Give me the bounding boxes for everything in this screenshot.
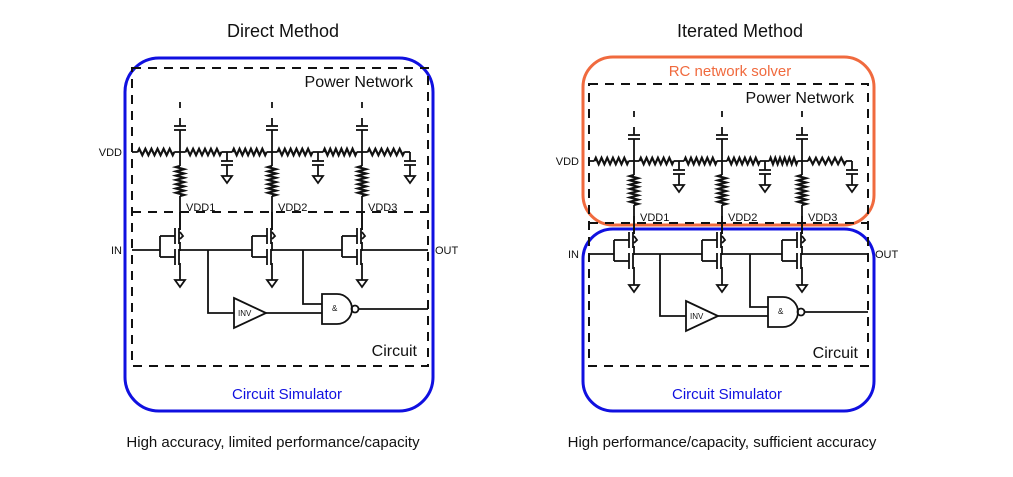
power-network-label: Power Network bbox=[746, 90, 855, 107]
resistor-symbol bbox=[793, 173, 811, 207]
branch-wire bbox=[207, 250, 234, 314]
pmos-arrow bbox=[179, 231, 185, 240]
nand-bubble bbox=[796, 307, 806, 317]
vdd-tap-label: VDD3 bbox=[368, 202, 397, 214]
resistor-symbol bbox=[322, 146, 358, 158]
resistor-symbol bbox=[136, 146, 176, 158]
ground-icon bbox=[715, 284, 729, 294]
resistor-symbol bbox=[184, 146, 223, 158]
branch-wire bbox=[302, 250, 322, 305]
resistor-symbol bbox=[366, 146, 406, 158]
power-network-region bbox=[131, 67, 429, 367]
pmos-arrow bbox=[361, 231, 367, 240]
circuit-simulator-boundary bbox=[123, 56, 435, 413]
nand-label: & bbox=[332, 304, 338, 313]
vdd-tap-label: VDD2 bbox=[278, 202, 307, 214]
circuit-simulator-label: Circuit Simulator bbox=[672, 386, 782, 403]
ground-icon bbox=[795, 284, 809, 294]
resistor-symbol bbox=[638, 155, 675, 167]
vdd-tap-label: VDD1 bbox=[640, 212, 669, 224]
ground-icon bbox=[627, 284, 641, 294]
inverter-label: INV bbox=[238, 309, 252, 318]
vdd-label: VDD bbox=[99, 147, 122, 159]
resistor-symbol bbox=[726, 154, 761, 168]
resistor-symbol bbox=[353, 164, 371, 198]
vdd-tap-label: VDD1 bbox=[186, 202, 215, 214]
ground-icon bbox=[758, 184, 772, 194]
inverter-gate bbox=[685, 299, 721, 333]
resistor-symbol bbox=[768, 154, 799, 168]
resistor-symbol bbox=[593, 155, 630, 167]
power-network-region bbox=[588, 83, 869, 367]
ground-icon bbox=[403, 175, 417, 185]
circuit-label: Circuit bbox=[372, 343, 418, 360]
vdd-tap-label: VDD3 bbox=[808, 212, 837, 224]
resistor-symbol bbox=[171, 164, 189, 198]
panel-iterated-method: Iterated Method RC network solver Circui… bbox=[556, 21, 899, 413]
inverter-label: INV bbox=[690, 312, 704, 321]
resistor-symbol bbox=[625, 173, 643, 207]
ground-icon bbox=[355, 279, 369, 289]
resistor-symbol bbox=[263, 164, 281, 198]
ground-icon bbox=[173, 279, 187, 289]
rc-network-solver-boundary bbox=[581, 55, 876, 227]
resistor-symbol bbox=[713, 173, 731, 207]
ground-icon bbox=[845, 184, 859, 194]
pmos-arrow bbox=[721, 235, 727, 244]
in-label: IN bbox=[111, 245, 122, 257]
ground-icon bbox=[220, 175, 234, 185]
out-label: OUT bbox=[875, 249, 899, 261]
circuit-simulator-label: Circuit Simulator bbox=[232, 386, 342, 403]
vdd-label: VDD bbox=[556, 156, 579, 168]
circuit-simulator-boundary bbox=[581, 227, 876, 413]
rc-network-solver-label: RC network solver bbox=[669, 63, 792, 80]
panel-title: Direct Method bbox=[227, 21, 339, 41]
vdd-tap-label: VDD2 bbox=[728, 212, 757, 224]
resistor-symbol bbox=[807, 155, 847, 167]
ground-icon bbox=[311, 175, 325, 185]
out-label: OUT bbox=[435, 245, 459, 257]
branch-wire bbox=[659, 254, 686, 317]
pmos-arrow bbox=[801, 235, 807, 244]
resistor-symbol bbox=[276, 146, 314, 158]
caption-direct: High accuracy, limited performance/capac… bbox=[126, 434, 420, 451]
caption-iterated: High performance/capacity, sufficient ac… bbox=[568, 434, 877, 451]
ground-icon bbox=[265, 279, 279, 289]
panel-title: Iterated Method bbox=[677, 21, 803, 41]
panel-direct-method: Direct Method Circuit Simulator Power Ne… bbox=[99, 21, 459, 413]
resistor-symbol bbox=[231, 146, 268, 158]
power-network-label: Power Network bbox=[305, 74, 414, 91]
nand-label: & bbox=[778, 307, 784, 316]
ground-icon bbox=[672, 184, 686, 194]
pmos-arrow bbox=[271, 231, 277, 240]
pmos-arrow bbox=[633, 235, 639, 244]
resistor-symbol bbox=[683, 154, 718, 168]
circuit-label: Circuit bbox=[813, 345, 859, 362]
inverter-gate bbox=[233, 296, 269, 330]
branch-wire bbox=[749, 254, 768, 308]
in-label: IN bbox=[568, 249, 579, 261]
nand-bubble bbox=[350, 304, 360, 314]
